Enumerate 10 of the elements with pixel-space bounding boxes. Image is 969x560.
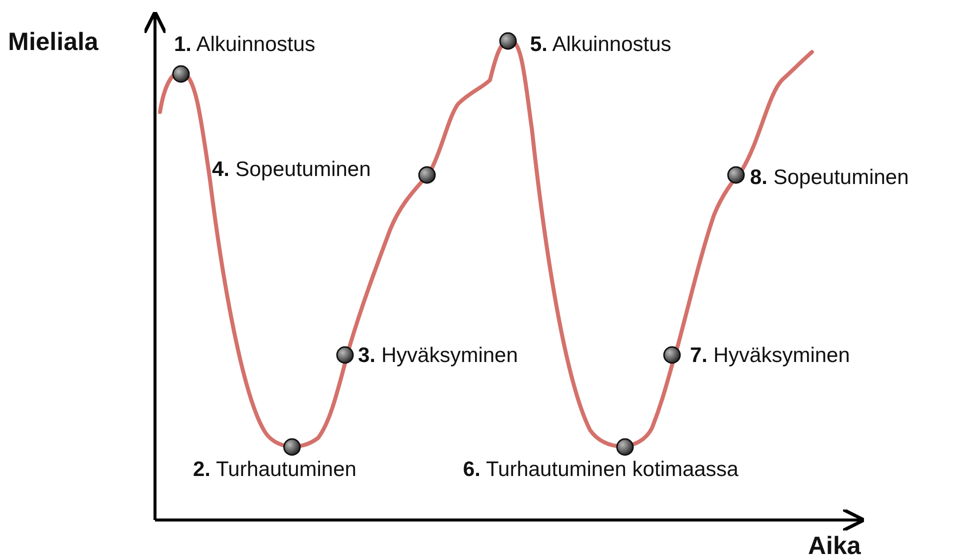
stage-label: 3. Hyväksyminen [358,344,518,368]
stage-label: 6. Turhautuminen kotimaassa [463,458,738,482]
stage-label: 4. Sopeutuminen [212,158,371,182]
axis-label: Mieliala [8,28,98,57]
stage-label: 5. Alkuinnostus [530,33,672,57]
stage-label: 7. Hyväksyminen [690,344,850,368]
stage-label: 2. Turhautuminen [193,458,356,482]
stage-label: 8. Sopeutuminen [750,166,909,190]
axis-label: Aika [808,532,861,560]
stage-label: 1. Alkuinnostus [174,33,316,57]
